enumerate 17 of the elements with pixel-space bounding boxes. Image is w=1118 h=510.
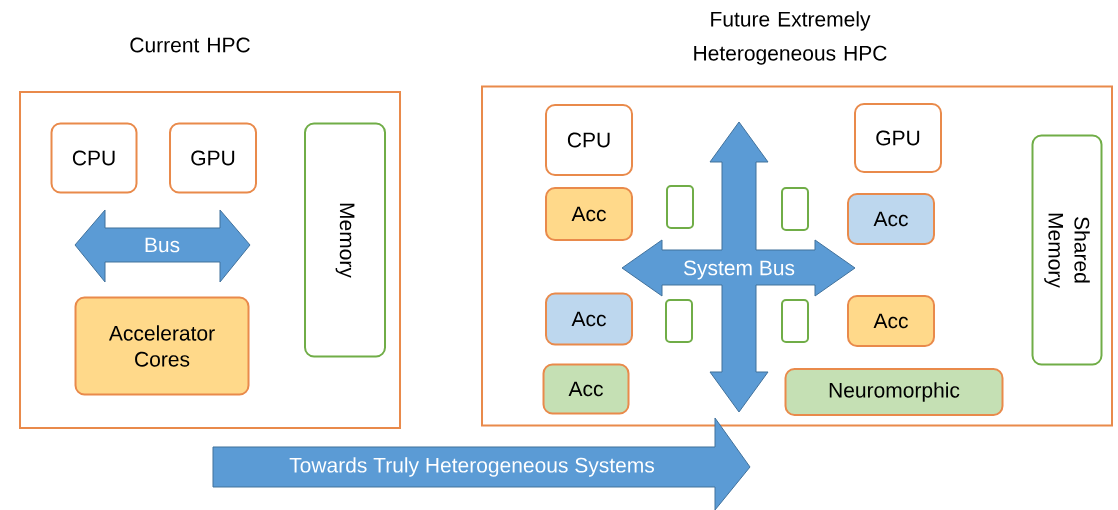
connector-box [781, 187, 809, 231]
connector-box [781, 299, 809, 343]
component-box: GPU [854, 103, 942, 173]
component-box: Acc [847, 295, 935, 347]
connector-box [666, 185, 694, 229]
component-box: Acc [542, 363, 630, 415]
component-box: GPU [169, 122, 257, 194]
component-box: Acc [847, 193, 935, 245]
component-box: Acc [545, 187, 633, 241]
memory-box: Memory [304, 122, 386, 358]
component-box: Acc [545, 292, 633, 346]
connector-box [665, 299, 693, 343]
component-box: CPU [50, 122, 138, 194]
component-box: Accelerator Cores [74, 296, 250, 396]
component-box: CPU [545, 104, 633, 176]
component-box: Neuromorphic [784, 368, 1004, 416]
memory-box: Shared Memory [1031, 134, 1103, 366]
